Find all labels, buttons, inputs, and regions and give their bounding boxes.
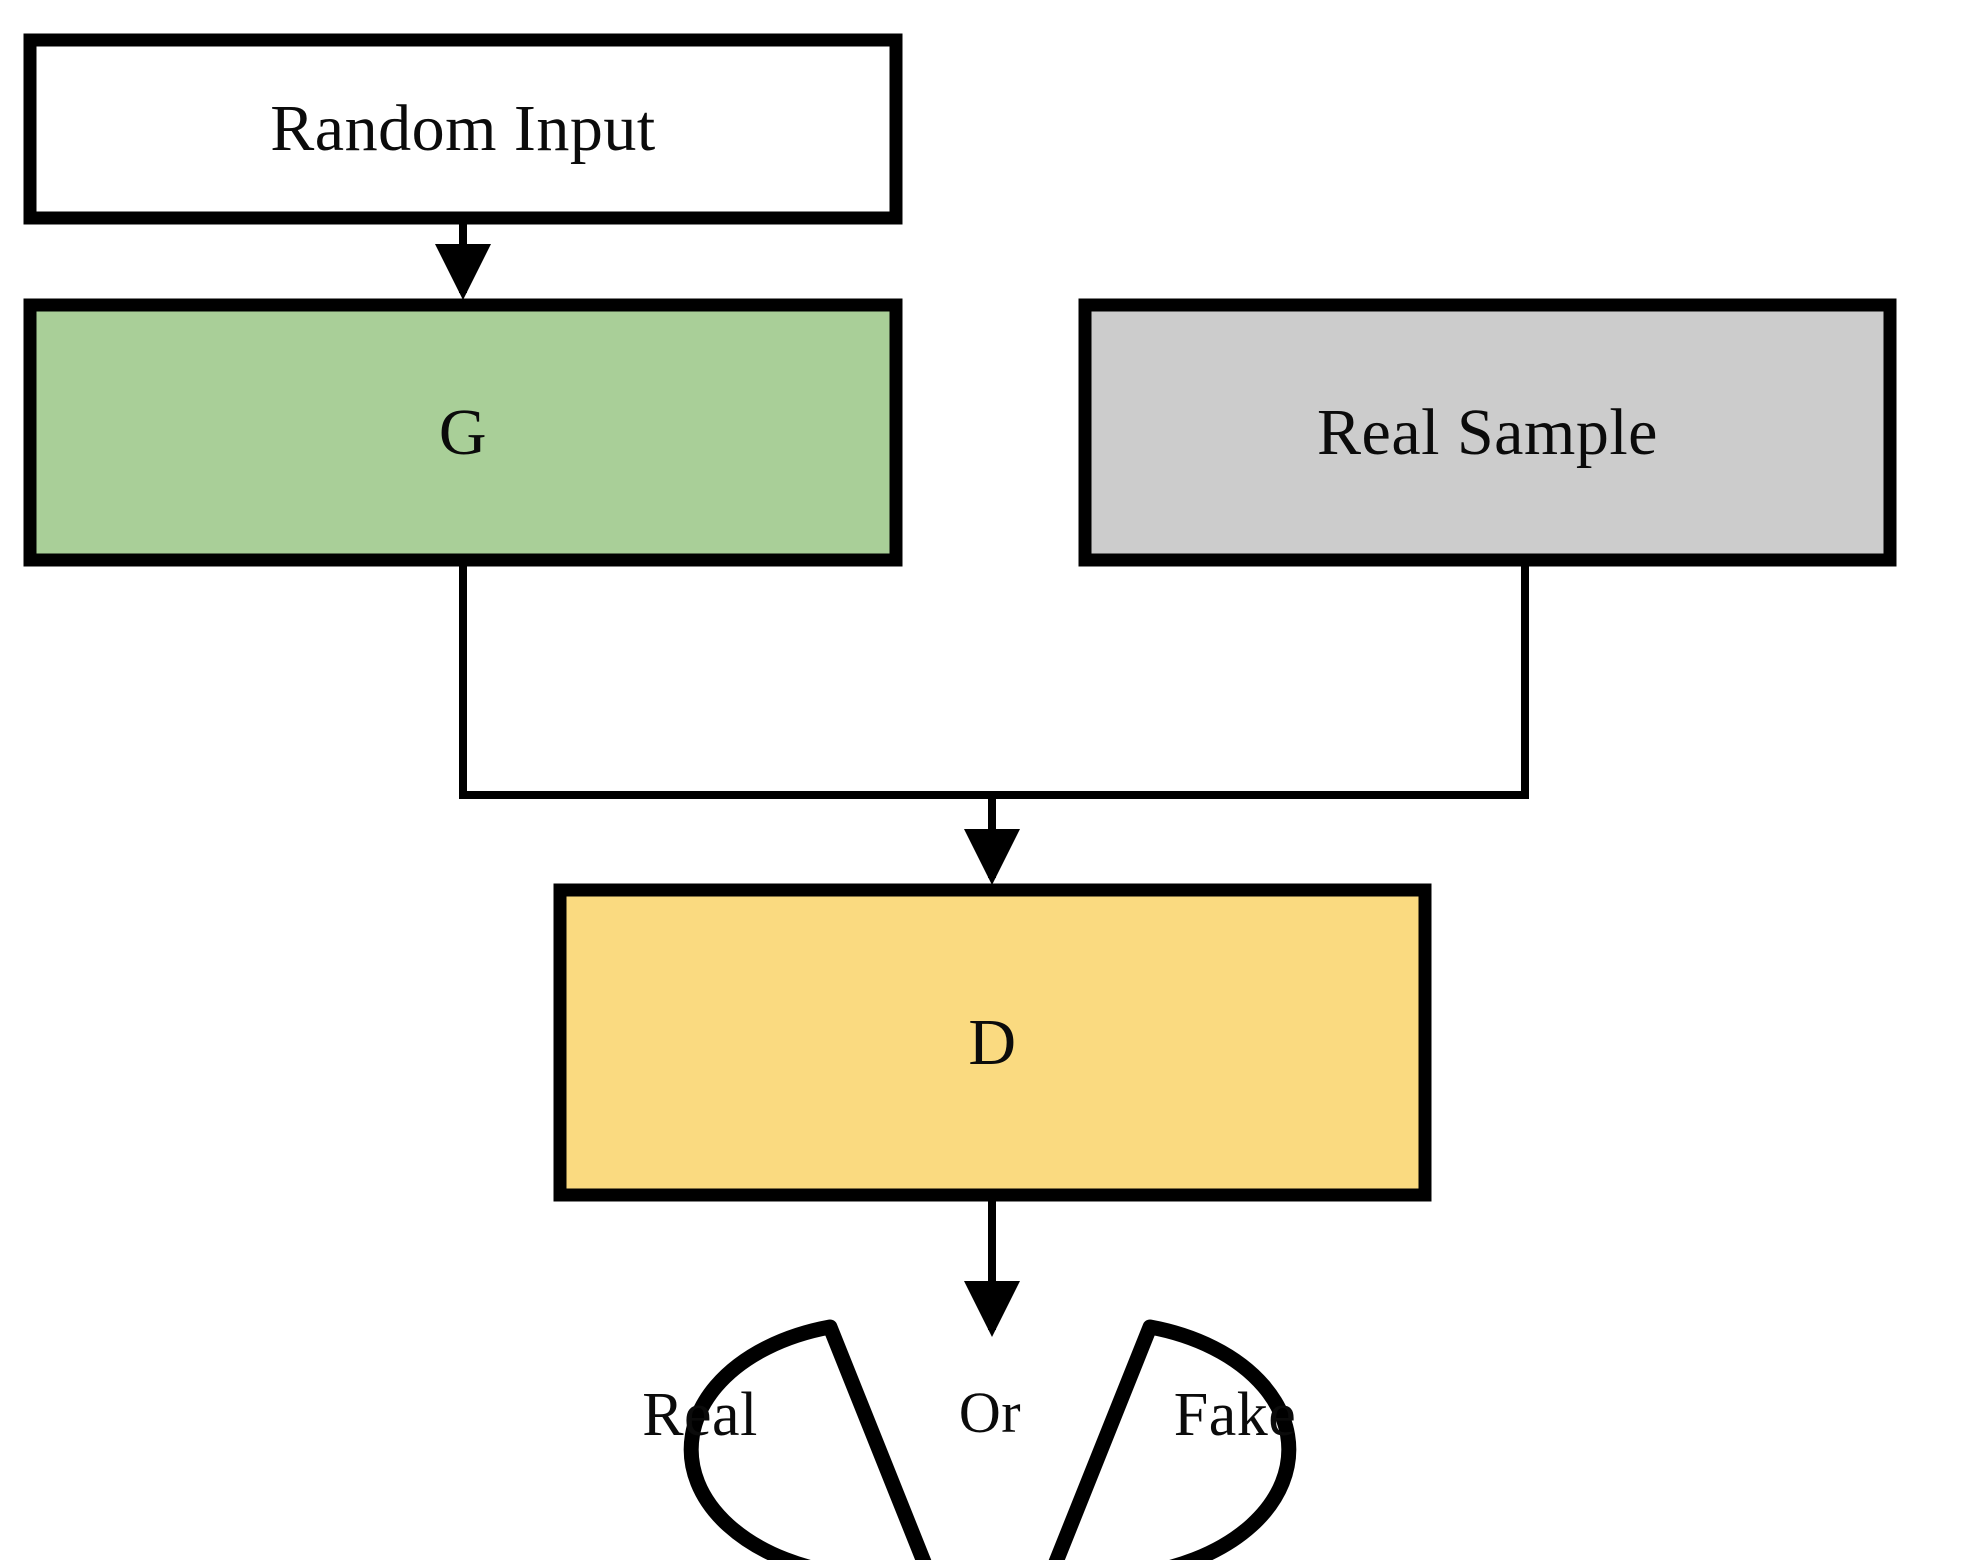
box-real-sample-shape	[1078, 298, 1897, 567]
box-random-input-shape	[23, 33, 903, 225]
shape-real-outcome	[683, 1319, 932, 1560]
shape-fake-outcome	[1048, 1319, 1297, 1560]
box-discriminator-shape	[553, 883, 1432, 1202]
box-generator-shape	[23, 298, 903, 567]
